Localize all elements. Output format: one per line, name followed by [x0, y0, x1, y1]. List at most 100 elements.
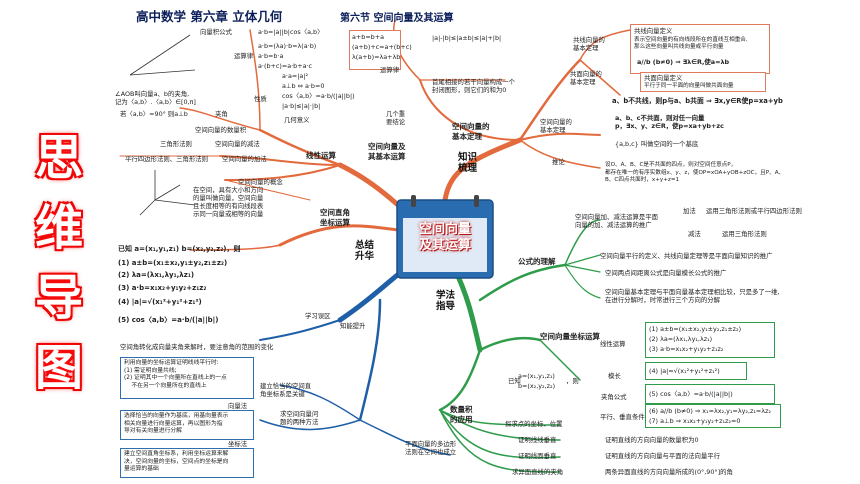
- inequality: |a|-|b|≤|a±b|≤|a|+|b|: [432, 34, 502, 42]
- coord-node[interactable]: 空间向量坐标运算: [540, 332, 600, 341]
- corollary-node[interactable]: 推论: [552, 158, 565, 166]
- collinear-node[interactable]: 共线向量的 基本定理: [573, 36, 605, 52]
- calendar-icon: [396, 195, 494, 279]
- given-then: ，则: [566, 377, 579, 385]
- parallelogram-rule: 平行四边形法则、三角形法则: [125, 155, 209, 163]
- angle-label: 夹角: [215, 110, 228, 118]
- two-methods-label: 求空间向量问 题的两种方法: [280, 410, 319, 426]
- coplanar-theorem: a、b不共线，则p与a、b共面 ⇒ ∃x,y∈R使p=xa+yb: [612, 97, 783, 105]
- branch-knowledge: [442, 137, 523, 203]
- node-summary[interactable]: 总结 升华: [355, 240, 375, 262]
- ability-box-3: 建立空间直角坐标系，利用坐标运算来解 决，空间向量的坐标，空间点的坐标是向 量运…: [120, 448, 254, 478]
- ability-node[interactable]: 知能提升: [340, 322, 366, 330]
- coord-op-3: (3) a·b=x₁x₂+y₁y₂+z₁z₂: [649, 345, 724, 353]
- linear-ops[interactable]: 线性运算: [306, 151, 336, 160]
- ops-node[interactable]: 空间向量及 其基本运算: [368, 142, 406, 161]
- law-label: 运算律: [234, 52, 254, 60]
- subtraction-label: 空间向量的减法: [215, 140, 260, 148]
- coord-system-node[interactable]: 空间直角 坐标运算: [320, 208, 350, 227]
- collinear-box: 共线向量定义 表示空间向量的有向线段所在的直线互相重合, 那么这些向量叫共线向量…: [630, 24, 770, 74]
- understanding-3: 空间两点间距离公式是向量模长公式的推广: [605, 269, 727, 277]
- law-1: a·b=(λa)·b=λ(a·b): [258, 42, 317, 50]
- parallel-perp-box: (6) a//b (b≠0) ⇒ x₁=λx₂,y₁=λy₂,z₁=λz₂ (7…: [645, 404, 781, 428]
- given-b: b=(x₂,y₂,z₂): [518, 382, 556, 390]
- node-method[interactable]: 学法 指导: [436, 290, 456, 312]
- subtraction-item: 减法: [688, 230, 701, 238]
- axes-diagram: [139, 170, 196, 216]
- prop-2: a⊥b ⇔ a·b=0: [282, 82, 325, 90]
- given-a: a=(x₁,y₁,z₁): [518, 372, 555, 380]
- perpendicular-note: 若〈a,b〉=90° 则a⊥b: [120, 110, 188, 118]
- ability-3-text: 建立空间直角坐标系，利用坐标运算来解 决，空间向量的坐标，空间点的坐标是向 量运…: [124, 451, 229, 472]
- application-node[interactable]: 数量积 的应用: [450, 405, 473, 424]
- application-3: 证明线面垂直: [518, 452, 557, 460]
- concept-description: 在空间，具有大小和方向 的量叫做向量，空间向量 且长度相等的有向线段表 示同一向…: [193, 186, 264, 218]
- formula-2: (2) λa=(λx₁,λy₁,λz₁): [118, 271, 195, 279]
- angle-description: ∠AOB叫向量a、b的夹角, 记为〈a,b〉.〈a,b〉∈[0,π]: [115, 90, 196, 106]
- rule-box: a+b=b+a (a+b)+c=a+(b+c) λ(a+b)=λa+λb: [349, 30, 412, 70]
- triangle-rule: 三角形法则: [160, 140, 192, 148]
- closed-polygon-note: 首尾相接的若干向量构成一个 封闭图形，则它们的和为0: [432, 78, 516, 94]
- scalar-product[interactable]: 空间向量的数量积: [195, 126, 247, 134]
- coplanar-node[interactable]: 共面向量的 基本定理: [570, 70, 602, 86]
- understanding-4: 空间向量基本定理与平面向量基本定理相比较，只是多了一维, 在进行分解时，时常进行…: [605, 288, 780, 304]
- rule-1: a+b=b+a: [352, 33, 385, 41]
- angle-diagram: [129, 34, 196, 76]
- coord-method-head: 坐标法: [228, 440, 248, 448]
- collinear-desc: 表示空间向量的有向线段所在的直线互相重合, 那么这些向量叫共线向量或平行向量: [634, 37, 748, 50]
- mistake-node[interactable]: 学习误区: [305, 312, 331, 320]
- ability-2-text: 选择恰当的向量作为基底，用基向量表示 相关向量进行向量运算，再以图形为指 导对有…: [124, 413, 229, 434]
- vector-method-head: 向量法: [228, 402, 248, 410]
- center-line-1: 空间向量: [418, 222, 471, 237]
- side-title-char-2: 维: [35, 200, 84, 256]
- angle-formula: (5) cos〈a,b〉=a·b/(|a||b|): [649, 390, 733, 398]
- page-title: 高中数学 第六章 立体几何: [136, 9, 283, 24]
- linear-op-label: 线性运算: [600, 340, 626, 348]
- coplanar-def: 共面向量定义: [644, 74, 683, 82]
- concept-node[interactable]: 空间向量的概念: [238, 178, 283, 186]
- subtraction-detail: 运用三角形法则: [722, 230, 767, 238]
- branch-method: [452, 267, 483, 353]
- coord-op-1: (1) a±b=(x₁±x₂,y₁±y₂,z₁±z₂): [649, 325, 742, 333]
- side-title-char-4: 图: [35, 340, 84, 396]
- understanding-2: 空间向量平行的定义、共线向量定理等是平面向量知识的推广: [600, 252, 773, 260]
- side-title-char-1: 思: [35, 130, 84, 186]
- coplanar-desc: 平行于同一平面的向量叫做共面向量: [644, 83, 734, 89]
- geometric-meaning: 几何意义: [284, 116, 310, 124]
- polygon-rule: 平面向量的多边形 法则在空间也成立: [405, 440, 457, 456]
- law-3: a·(b+c)=a·b+a·c: [258, 62, 313, 70]
- rule-3: λ(a+b)=λa+λb: [352, 53, 401, 61]
- corollary-description: 设O、A、B、C是不共面的四点，则对空间任意点P， 都存在唯一的有序实数组x、y…: [605, 162, 785, 183]
- prop-1: a·a=|a|²: [282, 72, 309, 80]
- key-conclusions[interactable]: 几个重 要结论: [386, 110, 406, 126]
- basis-node[interactable]: 空间向量的 基本定理: [540, 118, 572, 134]
- formula-1: (1) a±b=(x₁±x₂,y₁±y₂,z₁±z₂): [118, 259, 228, 267]
- formula-4: (4) |a|=√(x₁²+y₁²+z₁²): [118, 298, 202, 306]
- basic-theorem-node[interactable]: 空间向量的 基本定理: [452, 122, 490, 141]
- understanding-node[interactable]: 公式的理解: [518, 257, 556, 266]
- rule-label: 运算律: [380, 66, 400, 74]
- modulus-formula: (4) |a|=√(x₁²+y₁²+z₁²): [649, 367, 720, 375]
- application-3-detail: 证明直线的方向向量与平面的法向量平行: [605, 452, 721, 460]
- node-knowledge[interactable]: 知识 梳理: [458, 152, 478, 174]
- center-line-2: 及其运算: [418, 238, 471, 253]
- addition-detail: 运用三角形法则或平行四边形法则: [706, 207, 802, 215]
- rule-2: (a+b)+c=a+(b+c): [352, 43, 412, 51]
- ability-1-label: 建立恰当的空间直 角坐标系是关键: [260, 382, 312, 398]
- known-vectors: 已知 a=(x₁,y₁,z₁) b=(x₂,y₂,z₂)，则: [118, 245, 241, 253]
- application-4: 求异面直线的夹角: [512, 468, 564, 476]
- coplanar-box: 共面向量定义 平行于同一平面的向量叫做共面向量: [640, 72, 766, 92]
- side-title-char-3: 导: [35, 270, 84, 326]
- branch-coord: [278, 224, 400, 247]
- formula-3: (3) a·b=x₁x₂+y₁y₂+z₁z₂: [118, 284, 207, 292]
- addition-label: 空间向量的加法: [222, 155, 267, 163]
- parallel-perp-label: 平行、垂直条件: [600, 413, 645, 421]
- basis-theorem: a、b、c不共面，则对任一向量 p，∃x、y、z∈R，使p=xa+yb+zc: [615, 114, 724, 130]
- mistake-description: 空间角转化成向量夹角来解时，要注意角的范围的变化: [120, 343, 274, 351]
- coord-op-2: (2) λa=(λx₁,λy₁,λz₁): [649, 335, 713, 343]
- formula-5: (5) cos〈a,b〉=a·b/(|a||b|): [118, 316, 219, 324]
- addition-item: 加法: [683, 207, 696, 215]
- ability-box-2: 选择恰当的向量作为基底，用基向量表示 相关向量进行向量运算，再以图形为指 导对有…: [120, 410, 254, 440]
- coord-ops-box: (1) a±b=(x₁±x₂,y₁±y₂,z₁±z₂) (2) λa=(λx₁,…: [645, 322, 775, 358]
